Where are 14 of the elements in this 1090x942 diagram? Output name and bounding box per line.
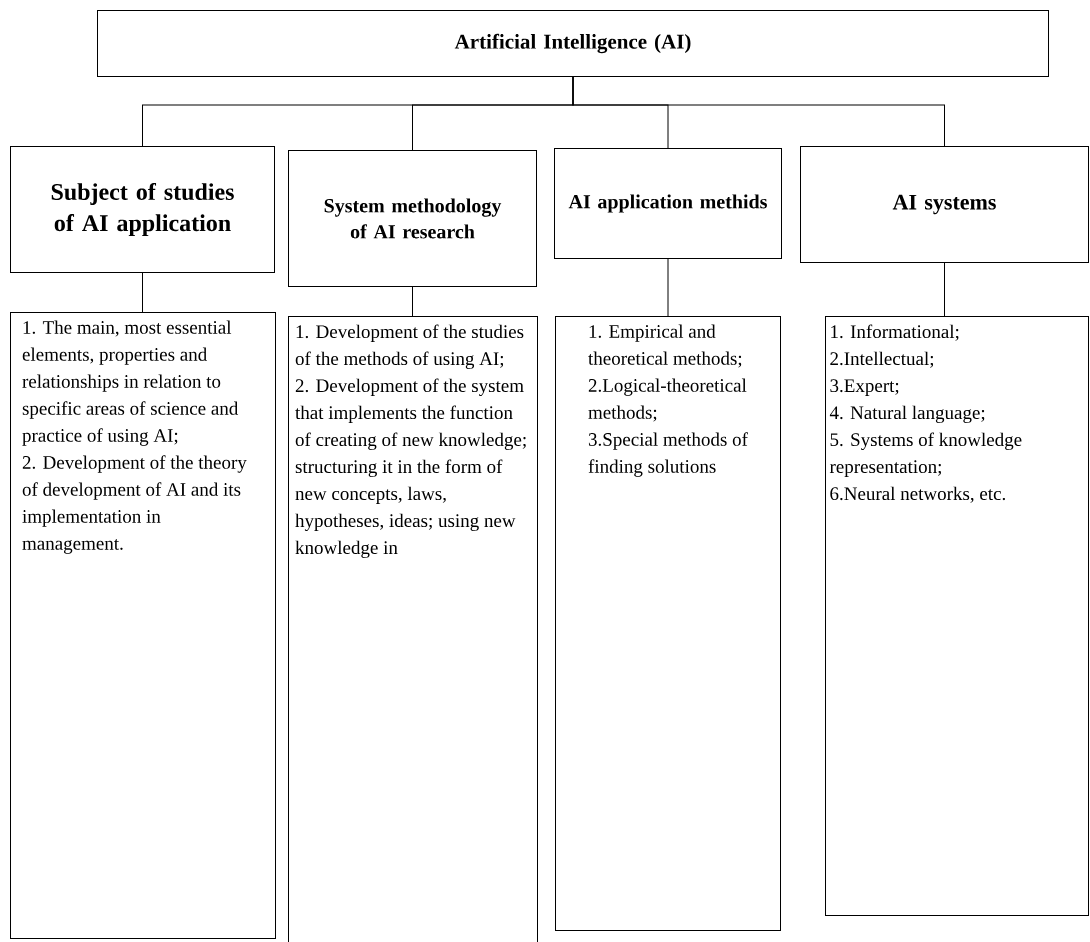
- connector-line: [572, 76, 945, 147]
- title-box: Artificial Intelligence (AI): [97, 10, 1049, 77]
- header-box: System methodology of AI research: [288, 150, 537, 287]
- header-box: Subject of studies of AI application: [10, 146, 275, 273]
- text-box: 1. Development of the studies of the methods of using AI; 2. Development of the system that implements the function of creating of new knowledge; structuring it in the form of new concepts, laws, hypotheses, ideas; using new knowledge in: [288, 316, 538, 942]
- text-box: 1. Informational; 2.Intellectual; 3.Expert; 4. Natural language; 5. Systems of knowledge representation; 6.Neural networks, etc.: [825, 316, 1089, 916]
- text-box: 1. Empirical and theoretical methods; 2.Logical-theoretical methods; 3.Special methods of finding solutions: [555, 316, 781, 931]
- connector-line: [667, 258, 669, 317]
- connector-line: [412, 286, 413, 317]
- connector-line: [142, 272, 143, 313]
- header-box: AI application methids: [554, 148, 782, 259]
- header-box: AI systems: [800, 146, 1089, 263]
- connector-line: [944, 262, 945, 317]
- text-box: 1. The main, most essential elements, properties and relationships in relation to specific areas of science and practice of using AI; 2. Development of the theory of development of AI and its implementation in management.: [10, 312, 276, 939]
